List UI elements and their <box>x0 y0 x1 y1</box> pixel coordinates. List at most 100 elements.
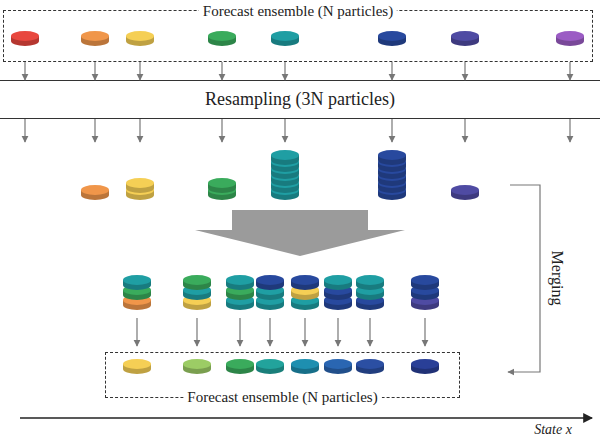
state-axis <box>20 417 592 418</box>
particle-disk <box>411 359 439 374</box>
merge-down-arrow <box>369 318 370 346</box>
ensemble-box: Forecast ensemble (N particles) <box>105 352 460 398</box>
analysis-particles <box>123 359 439 374</box>
disk-top <box>271 150 299 160</box>
resample-arrow <box>284 119 285 142</box>
disk-top <box>226 275 254 285</box>
disk-top <box>378 31 406 41</box>
particle-disk <box>183 359 211 374</box>
axis-label: State x <box>534 422 572 438</box>
ensemble-box: Forecast ensemble (N particles) <box>3 10 593 62</box>
resample-arrow <box>391 119 392 142</box>
flow-arrow <box>569 62 570 80</box>
particle-disk <box>291 359 319 374</box>
particle-disk <box>208 178 236 193</box>
merged-particles <box>123 275 439 310</box>
flow-arrow <box>391 62 392 80</box>
process-band: Resampling (3N particles) <box>0 80 600 119</box>
particle-disk <box>183 275 211 290</box>
particle-disk <box>208 31 236 46</box>
particle-disk <box>324 359 352 374</box>
particle-disk <box>291 275 319 290</box>
merging-bracket <box>508 185 540 372</box>
disk-top <box>11 31 39 41</box>
disk-top <box>256 275 284 285</box>
flow-arrow <box>221 62 222 80</box>
merge-down-arrow <box>424 318 425 346</box>
resample-arrow <box>94 119 95 142</box>
disk-top <box>291 275 319 285</box>
merge-down-arrow <box>269 318 270 346</box>
disk-top <box>411 359 439 369</box>
particle-disk <box>11 31 39 46</box>
resampled-particles <box>81 150 479 200</box>
resample-arrow <box>139 119 140 142</box>
disk-top <box>226 359 254 369</box>
disk-top <box>183 359 211 369</box>
process-label: Merging <box>548 251 566 306</box>
disk-top <box>451 31 479 41</box>
disk-top <box>123 359 151 369</box>
disk-top <box>126 31 154 41</box>
node-title: Forecast ensemble (N particles) <box>183 389 381 406</box>
disk-top <box>256 359 284 369</box>
particle-disk <box>378 150 406 165</box>
node-title: Forecast ensemble (N particles) <box>199 3 397 20</box>
particle-disk <box>81 185 109 200</box>
resample-arrow <box>569 119 570 142</box>
particle-disk <box>123 359 151 374</box>
disk-top <box>81 31 109 41</box>
disk-top <box>81 185 109 195</box>
disk-top <box>126 178 154 188</box>
particle-disk <box>451 31 479 46</box>
merge-down-arrow <box>304 318 305 346</box>
flow-arrow <box>94 62 95 80</box>
disk-top <box>411 275 439 285</box>
disk-top <box>378 150 406 160</box>
particle-disk <box>126 31 154 46</box>
particle-disk <box>411 275 439 290</box>
flow-arrow <box>464 62 465 80</box>
disk-top <box>208 178 236 188</box>
particle-disk <box>356 359 384 374</box>
disk-top <box>556 31 584 41</box>
resample-arrow <box>464 119 465 142</box>
disk-top <box>291 359 319 369</box>
particle-disk <box>324 275 352 290</box>
particle-disk <box>556 31 584 46</box>
disk-top <box>183 275 211 285</box>
merge-down-arrow <box>196 318 197 346</box>
particle-disk <box>378 31 406 46</box>
merge-arrow <box>195 210 405 256</box>
flow-arrow <box>284 62 285 80</box>
merge-down-arrow <box>136 318 137 346</box>
disk-top <box>451 185 479 195</box>
disk-top <box>271 31 299 41</box>
merge-down-arrow <box>239 318 240 346</box>
disk-top <box>356 359 384 369</box>
particle-disk <box>226 359 254 374</box>
particle-disk <box>81 31 109 46</box>
particle-disk <box>451 185 479 200</box>
particle-disk <box>123 275 151 290</box>
particle-disk <box>256 275 284 290</box>
resample-arrow <box>221 119 222 142</box>
flow-arrow <box>24 62 25 80</box>
disk-top <box>356 275 384 285</box>
node-title: Resampling (3N particles) <box>205 89 395 110</box>
particle-disk <box>271 150 299 165</box>
particle-disk <box>226 275 254 290</box>
particle-disk <box>256 359 284 374</box>
particle-disk <box>271 31 299 46</box>
forecast-particles <box>11 31 584 46</box>
disk-top <box>324 359 352 369</box>
resample-arrow <box>24 119 25 142</box>
flow-arrow <box>139 62 140 80</box>
particle-disk <box>126 178 154 193</box>
disk-top <box>324 275 352 285</box>
merge-down-arrow <box>337 318 338 346</box>
disk-top <box>208 31 236 41</box>
